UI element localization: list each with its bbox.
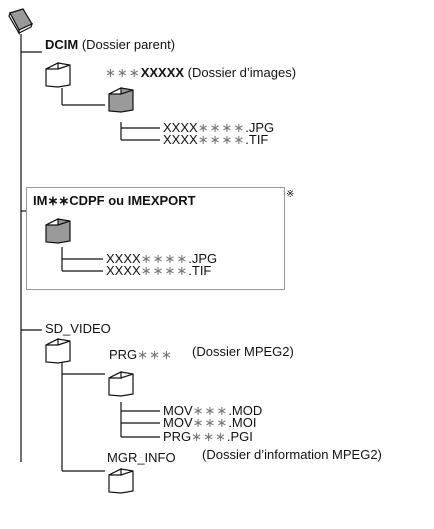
export-footnote-mark: ※ bbox=[286, 189, 295, 200]
prg-file-moi: MOV∗∗∗.MOI bbox=[163, 415, 257, 430]
sd-video-folder-icon bbox=[45, 338, 71, 364]
export-file-jpg: XXXX∗∗∗∗.JPG bbox=[106, 251, 218, 266]
export-file-tif: XXXX∗∗∗∗.TIF bbox=[106, 263, 212, 278]
image-folder-icon bbox=[108, 87, 134, 113]
dcim-folder-icon bbox=[45, 62, 71, 88]
export-folder-name: IM∗∗CDPF ou IMEXPORT bbox=[33, 193, 196, 208]
export-folder-icon bbox=[45, 218, 71, 244]
prg-folder-label: PRG∗∗∗ bbox=[109, 348, 173, 361]
dcim-name: DCIM bbox=[45, 37, 79, 52]
sd-video-label: SD_VIDEO bbox=[45, 321, 111, 336]
image-folder-name: XXXXX bbox=[140, 65, 185, 80]
sd-card-icon bbox=[8, 8, 34, 36]
mgr-info-label: MGR_INFO bbox=[107, 450, 176, 465]
prg-folder-stars: ∗∗∗ bbox=[137, 347, 173, 362]
prg-file-pgi: PRG∗∗∗.PGI bbox=[163, 429, 253, 444]
dcim-note: (Dossier parent) bbox=[81, 37, 176, 52]
prg-file-mod: MOV∗∗∗.MOD bbox=[163, 403, 263, 418]
export-folder-box bbox=[26, 187, 285, 290]
image-folder-label: ∗∗∗XXXXX (Dossier d’images) bbox=[105, 66, 296, 79]
image-folder-note: (Dossier d’images) bbox=[187, 65, 297, 80]
prg-folder-icon bbox=[108, 371, 134, 397]
image-folder-stars: ∗∗∗ bbox=[105, 65, 141, 80]
image-file-jpg: XXXX∗∗∗∗.JPG bbox=[163, 120, 275, 135]
dcim-label: DCIM (Dossier parent) bbox=[45, 38, 175, 51]
prg-folder-note: (Dossier MPEG2) bbox=[192, 344, 294, 359]
mgr-info-note: (Dossier d’information MPEG2) bbox=[202, 447, 382, 462]
prg-folder-name: PRG bbox=[109, 347, 138, 362]
mgr-info-folder-icon bbox=[108, 468, 134, 494]
image-file-tif: XXXX∗∗∗∗.TIF bbox=[163, 132, 269, 147]
